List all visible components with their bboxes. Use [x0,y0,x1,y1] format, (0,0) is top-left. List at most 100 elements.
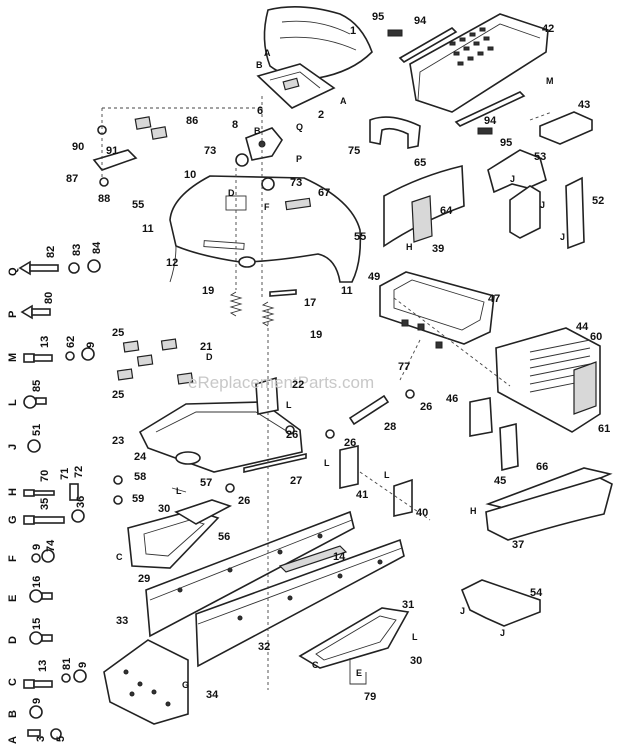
legend-row-c: C 13 81 9 [7,658,89,686]
legend-label-80: 80 [43,292,55,304]
bracket-45-shape [499,422,519,472]
label-part-11-left: 11 [142,223,154,235]
label-part-27: 27 [290,475,302,487]
connector-h-panel: H [406,242,413,252]
label-part-19-left: 19 [202,285,214,297]
footrest-shape [298,607,410,669]
rear-bracket-shape [487,149,547,194]
legend-label-13-m: 13 [39,336,51,348]
connector-l-rod: L [324,458,330,468]
spring-right-shape [261,301,275,327]
label-part-73-right: 73 [290,177,302,189]
connector-l-foot: L [176,486,182,496]
seat-shape [263,6,373,80]
label-part-8: 8 [232,119,238,131]
label-part-73-left: 73 [204,145,216,157]
label-part-91: 91 [106,145,118,157]
legend-label-16: 16 [31,576,43,588]
legend-key-h: H [7,488,19,496]
legend-label-85: 85 [31,380,43,392]
nut-26c-shape [325,429,335,439]
legend-label-13-c: 13 [37,660,49,672]
bracket-46-shape [469,397,493,437]
part-57-shape [171,487,187,493]
label-part-77: 77 [398,361,410,373]
hood-bracket-shape [539,111,593,145]
connector-letters: A A B B Q P D F M J J J H L L L C C G E … [116,48,565,690]
legend-label-9-b: 9 [31,698,43,704]
label-part-54: 54 [530,587,543,599]
legend-label-9-c: 9 [77,662,89,668]
connector-l-bracket: L [286,400,292,410]
legend-label-15: 15 [31,618,43,630]
legend-label-9-f: 9 [31,544,43,550]
label-part-95-top: 95 [372,11,384,23]
bracket-41-shape [339,445,359,489]
label-part-14: 14 [333,551,346,563]
label-part-26-d: 26 [238,495,250,507]
label-part-17: 17 [304,297,316,309]
decal-lower-shape [477,127,493,135]
label-part-11-right: 11 [341,285,353,297]
knob-right-shape [261,177,275,191]
pad-b-shape [150,126,168,140]
legend-row-m: M 13 62 9 [7,336,97,362]
watermark-text: eReplacementParts.com [188,373,374,392]
label-part-30-top: 30 [158,503,170,515]
label-part-39: 39 [432,243,444,255]
rear-bar-shape [460,579,541,627]
label-part-32: 32 [258,641,270,653]
label-part-55-left: 55 [132,199,144,211]
legend-row-h: H 70 71 72 [7,466,85,496]
legend-label-3: 3 [35,736,47,742]
rear-bracket-side-shape [509,185,541,239]
bracket-22-shape [255,376,279,415]
label-part-44: 44 [576,321,589,333]
label-part-61: 61 [598,423,610,435]
label-part-26-c: 26 [344,437,356,449]
legend-row-d: D 15 [7,618,43,644]
legend-key-c: C [7,678,19,686]
label-part-94-bottom: 94 [484,115,497,127]
hood-shape [409,13,549,113]
pads-shape [116,338,194,385]
connector-j-bracket: J [510,174,515,184]
rod-27-shape [243,452,307,474]
label-part-59: 59 [132,493,144,505]
label-part-90: 90 [72,141,84,153]
label-part-24: 24 [134,451,147,463]
legend-label-84: 84 [91,241,103,254]
label-part-66: 66 [536,461,548,473]
legend-label-36: 36 [75,496,87,508]
grille-shape [495,327,601,433]
legend-row-f: F 9 74 [7,539,57,562]
label-part-42: 42 [542,23,554,35]
connector-a-right: A [340,96,347,106]
legend-row-q: Q 82 83 84 [7,241,103,276]
rod-28-shape [348,394,390,426]
label-part-28: 28 [384,421,396,433]
label-part-88: 88 [98,193,110,205]
label-part-57: 57 [200,477,212,489]
fender-shape [169,175,362,283]
label-part-31: 31 [402,599,414,611]
pad-a-shape [134,116,152,130]
legend-key-l: L [7,399,19,406]
label-part-58: 58 [134,471,146,483]
label-part-37: 37 [512,539,524,551]
label-part-26-b: 26 [286,429,298,441]
legend-label-9-m: 9 [85,342,97,348]
legend-label-5: 5 [55,736,67,742]
label-part-21: 21 [200,341,212,353]
legend-row-a: A 3 5 [7,736,67,744]
nut-26d-shape [225,483,235,493]
legend-key-q: Q [7,267,19,276]
label-part-56: 56 [218,531,230,543]
connector-j-rear-left: J [460,606,465,616]
seat-pan-shape [256,63,336,109]
label-part-49: 49 [368,271,380,283]
connector-j-upright: J [560,232,565,242]
legend-key-e: E [7,595,19,602]
foot-bracket-30-shape [174,499,233,525]
